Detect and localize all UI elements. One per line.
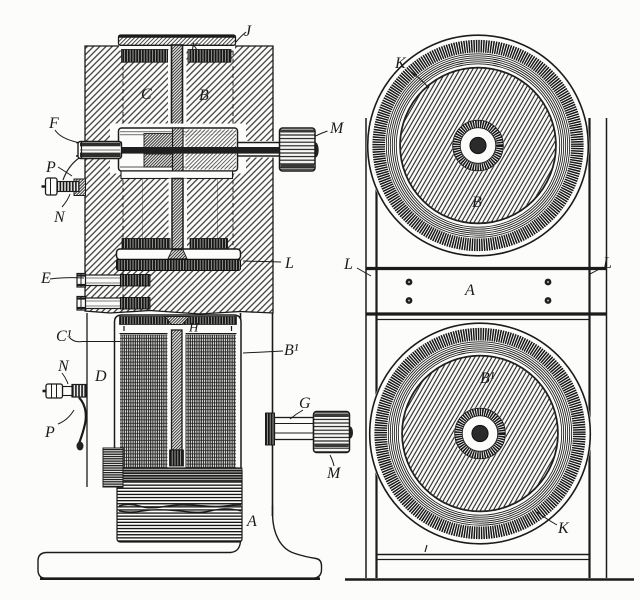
svg-text:M: M [326, 465, 342, 482]
svg-text:K: K [190, 41, 199, 53]
svg-text:E: E [40, 270, 51, 287]
svg-text:N: N [53, 209, 66, 226]
svg-text:L: L [284, 255, 294, 272]
svg-text:K: K [557, 520, 570, 537]
svg-text:C: C [141, 86, 152, 103]
svg-text:B¹: B¹ [284, 342, 299, 359]
svg-text:H: H [188, 320, 199, 335]
svg-text:K: K [394, 55, 407, 72]
svg-text:J: J [244, 23, 252, 40]
svg-text:L: L [343, 256, 353, 273]
svg-text:A: A [246, 513, 257, 530]
svg-text:D: D [94, 368, 107, 385]
svg-text:C¹: C¹ [56, 328, 72, 345]
svg-text:N: N [57, 358, 70, 375]
svg-text:L: L [602, 255, 612, 272]
svg-text:B¹: B¹ [480, 370, 495, 387]
svg-text:G: G [299, 395, 311, 412]
svg-text:F: F [48, 115, 59, 132]
svg-text:M: M [329, 120, 345, 137]
svg-text:B: B [199, 87, 209, 104]
svg-text:P: P [45, 159, 56, 176]
svg-text:A: A [464, 282, 475, 299]
svg-text:B: B [472, 194, 482, 211]
svg-text:P: P [44, 424, 55, 441]
